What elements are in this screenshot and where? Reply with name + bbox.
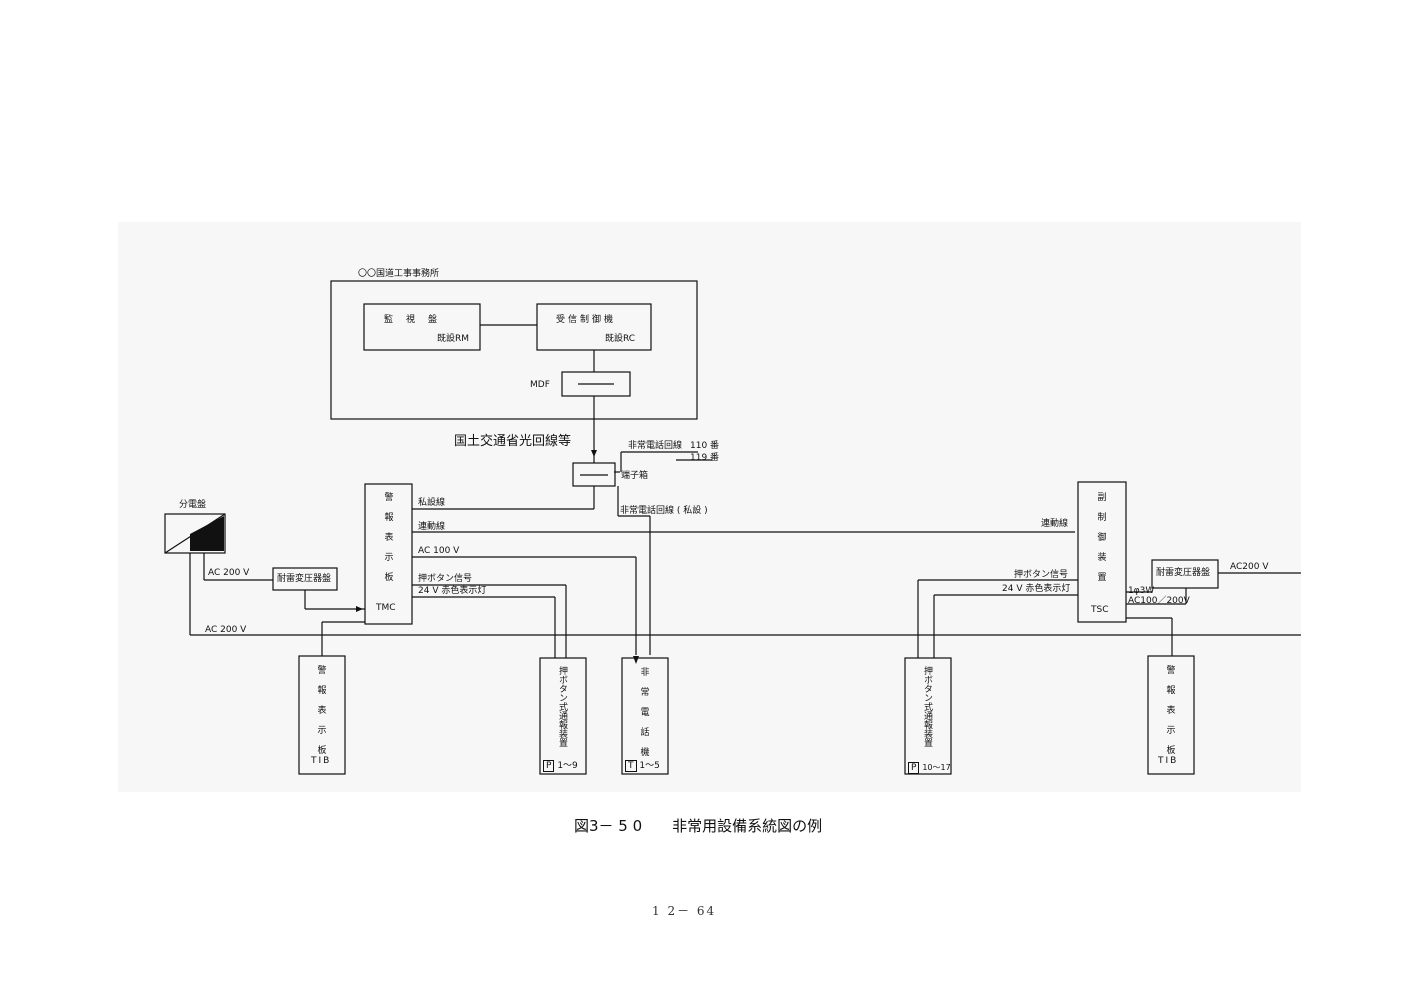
tmc-char: 報 — [384, 513, 394, 523]
tmc-label: 警 報 表 示 板 — [383, 493, 395, 593]
page-number: 1 2－ 64 — [652, 904, 717, 918]
emergency-phone-box — [621, 657, 669, 775]
tib-right-char: 表 — [1166, 706, 1176, 716]
tsc-char: 装 — [1097, 553, 1107, 563]
ac200-left-label: AC 200 V — [208, 568, 250, 578]
phone-range: 1～5 — [639, 761, 660, 771]
transformer-arrow — [356, 606, 363, 612]
tsc-label: 副 制 御 装 置 — [1096, 493, 1108, 593]
tmc-char: 警 — [384, 493, 394, 503]
office-boundary — [330, 280, 698, 420]
phone-110: 110 番 — [690, 441, 720, 451]
tib-right-char: 警 — [1166, 666, 1176, 676]
tib-left-char: 警 — [317, 666, 327, 676]
monitor-label: 監 視 盤 — [384, 315, 440, 325]
tib-left-char: 表 — [317, 706, 327, 716]
phone-char: 非 — [640, 668, 650, 678]
push-device-left-box — [539, 657, 587, 775]
transformer-right-box — [1151, 559, 1219, 589]
mdf-box — [561, 371, 631, 397]
lamp-left-label: 24 V 赤色表示灯 — [418, 586, 487, 596]
terminal-label: 端子箱 — [621, 471, 649, 481]
ac200-right-label: AC200 V — [1230, 562, 1269, 572]
push-signal-left-label: 押ボタン信号 — [418, 574, 473, 584]
network-label: 国土交通省光回線等 — [454, 434, 572, 449]
push-device-right-label: 押ボタン式通報装置 — [922, 666, 932, 747]
tmc-box — [364, 483, 413, 625]
ac-range-label: AC100／200V — [1128, 596, 1190, 606]
transformer-right-label: 耐雷変圧器盤 — [1156, 568, 1211, 578]
tib-right-box — [1147, 655, 1195, 775]
transformer-left-label: 耐雷変圧器盤 — [277, 574, 332, 584]
private-line-label: 私設線 — [418, 498, 446, 508]
monitor-box — [363, 303, 481, 351]
tsc-char: 置 — [1097, 573, 1107, 583]
tib-left-label: 警 報 表 示 板 — [316, 666, 328, 766]
tib-left-code: TIB — [311, 756, 332, 766]
push-device-left-label: 押ボタン式通報装置 — [557, 666, 567, 747]
tib-right-char: 示 — [1166, 726, 1176, 736]
push-left-tag: P — [543, 760, 555, 772]
phone-119: 119 番 — [690, 453, 720, 463]
figure-area — [118, 222, 1301, 792]
breaker-hatch — [190, 516, 224, 551]
push-right-tag: P — [908, 762, 920, 774]
link-line-right-label: 連動線 — [1041, 519, 1069, 529]
tib-left-char: 報 — [317, 686, 327, 696]
mdf-arrow — [591, 450, 597, 457]
phone-line-label: 非常電話回線 — [628, 441, 683, 451]
phase-label: 1φ3W — [1128, 586, 1155, 596]
tsc-char: 制 — [1097, 513, 1107, 523]
tmc-char: 表 — [384, 533, 394, 543]
phone-tag: T — [625, 760, 637, 772]
emergency-phone-id: T 1～5 — [625, 760, 660, 772]
push-signal-right-label: 押ボタン信号 — [1014, 570, 1069, 580]
tib-left-char: 板 — [317, 746, 327, 756]
phone-char: 話 — [640, 728, 650, 738]
figure-caption: 図3－ 5 0 非常用設備系統図の例 — [574, 817, 823, 835]
tmc-code: TMC — [376, 603, 396, 613]
private-phone-label: 非常電話回線 ( 私設 ) — [620, 506, 708, 516]
tib-right-code: TIB — [1158, 756, 1179, 766]
breaker-box — [164, 513, 226, 554]
phone-char: 機 — [640, 748, 650, 758]
tsc-char: 御 — [1097, 533, 1107, 543]
office-title: 〇〇国道工事事務所 — [358, 269, 440, 279]
tib-right-char: 報 — [1166, 686, 1176, 696]
tmc-char: 板 — [384, 573, 394, 583]
tib-left-char: 示 — [317, 726, 327, 736]
push-left-range: 1～9 — [557, 761, 578, 771]
push-device-right-box — [904, 657, 952, 775]
link-line-left-label: 連動線 — [418, 522, 446, 532]
ac100-arrow — [633, 656, 639, 664]
receiver-label: 受信制御機 — [556, 315, 617, 325]
tib-right-char: 板 — [1166, 746, 1176, 756]
phone-char: 常 — [640, 688, 650, 698]
push-device-left-id: P 1～9 — [543, 760, 578, 772]
phone-char: 電 — [640, 708, 650, 718]
push-right-range: 10～17 — [922, 763, 951, 772]
tsc-char: 副 — [1097, 493, 1107, 503]
breaker-label: 分電盤 — [179, 500, 207, 510]
monitor-code: 既設RM — [437, 334, 470, 344]
ac200-main-label: AC 200 V — [205, 625, 247, 635]
receiver-code: 既設RC — [605, 334, 636, 344]
tib-right-label: 警 報 表 示 板 — [1165, 666, 1177, 766]
push-device-right-id: P 10～17 — [908, 762, 951, 774]
emergency-phone-label: 非 常 電 話 機 — [639, 668, 651, 768]
ac100-label: AC 100 V — [418, 546, 460, 556]
tib-left-box — [298, 655, 346, 775]
tsc-code: TSC — [1091, 605, 1109, 615]
tmc-char: 示 — [384, 553, 394, 563]
lamp-right-label: 24 V 赤色表示灯 — [1002, 584, 1071, 594]
tsc-box — [1077, 481, 1127, 623]
mdf-label: MDF — [530, 380, 550, 390]
